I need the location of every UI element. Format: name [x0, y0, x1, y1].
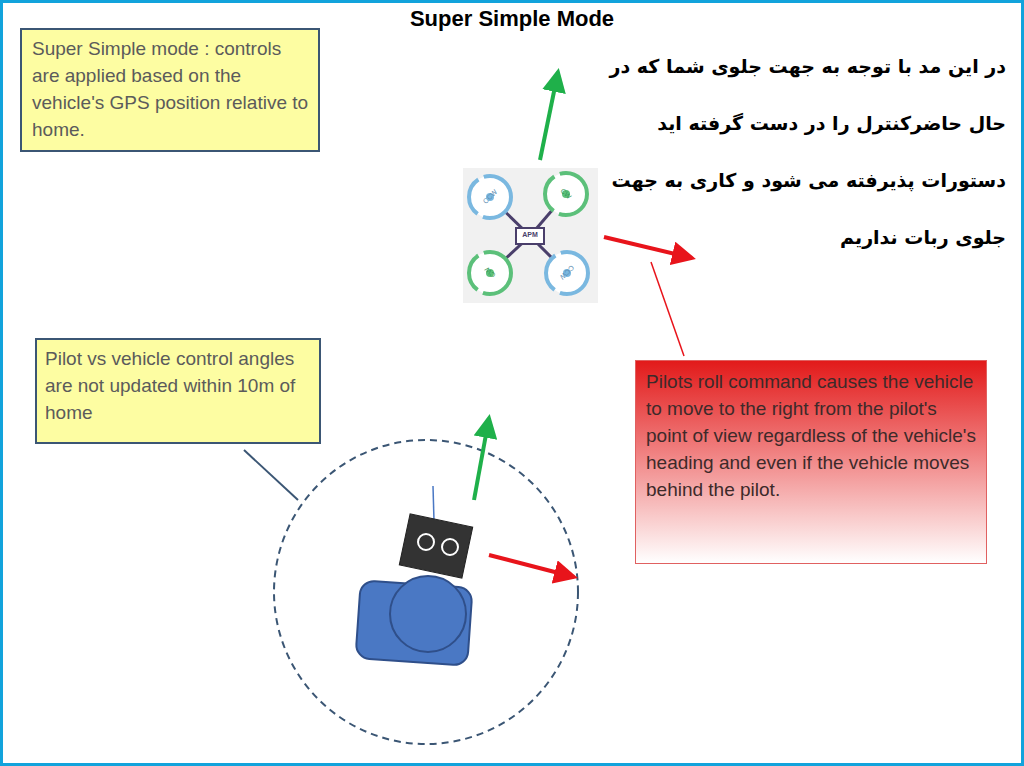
flight-controller: [516, 228, 544, 244]
callout-box: Pilots roll command causes the vehicle t…: [635, 360, 987, 564]
home-radius-circle: [274, 440, 578, 744]
control-stick: [418, 534, 434, 550]
pilot-head: [390, 576, 466, 652]
right-arrow: [489, 555, 574, 577]
forward-arrow: [474, 418, 489, 500]
remote-controller: [399, 514, 472, 578]
box-text: Pilot vs vehicle control angles are not …: [45, 346, 311, 427]
persian-note: در این مد با توجه به جهت جلوی شما که در …: [598, 38, 1006, 266]
control-stick: [442, 539, 458, 555]
right-arrow: [604, 237, 692, 258]
box-text: Super Simple mode : controls are applied…: [32, 36, 310, 144]
note-box: Pilot vs vehicle control angles are not …: [35, 338, 321, 444]
box-text: Pilots roll command causes the vehicle t…: [646, 369, 976, 504]
controller-label: APM: [516, 231, 544, 238]
drone-background: [463, 168, 598, 303]
forward-arrow: [540, 72, 558, 160]
leader-line: [651, 262, 684, 356]
drone-motors: [469, 173, 588, 294]
note-box: Super Simple mode : controls are applied…: [20, 28, 320, 152]
leader-line: [244, 450, 298, 500]
antenna: [433, 486, 434, 521]
